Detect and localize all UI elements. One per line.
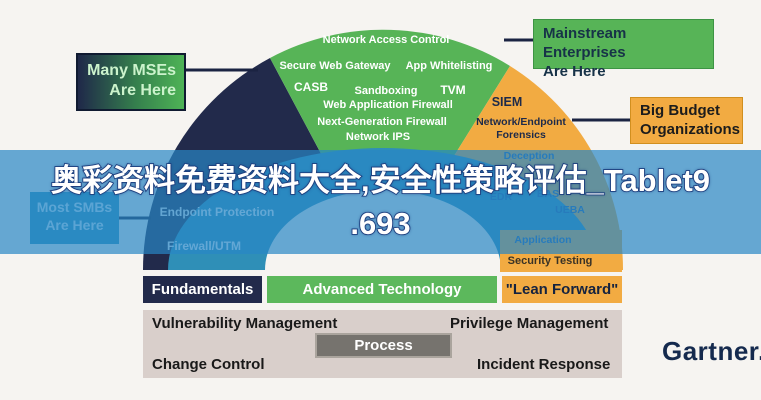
label-casb: CASB bbox=[293, 80, 329, 94]
label-vulnerability-management: Vulnerability Management bbox=[152, 315, 338, 332]
label-app-whitelisting: App Whitelisting bbox=[405, 60, 493, 72]
bar-fundamentals: Fundamentals bbox=[143, 276, 262, 303]
callout-big-budget: Big Budget Organizations bbox=[630, 97, 743, 144]
label-sandboxing: Sandboxing bbox=[354, 85, 418, 97]
overlay-banner-line2: .693 bbox=[349, 205, 411, 242]
label-next-generation-firewall: Next-Generation Firewall bbox=[317, 116, 447, 128]
bar-advanced-technology: Advanced Technology bbox=[267, 276, 497, 303]
label-forensics: Forensics bbox=[496, 129, 546, 141]
label-network-endpoint: Network/Endpoint bbox=[476, 116, 566, 128]
bar-lean-forward: "Lean Forward" bbox=[502, 276, 622, 303]
label-incident-response: Incident Response bbox=[477, 356, 611, 373]
callout-mainstream-line2: Are Here bbox=[543, 62, 606, 80]
overlay-banner: 奥彩资料免费资料大全,安全性策略评估_Tablet9 .693 bbox=[0, 150, 761, 254]
process-box: Process bbox=[315, 333, 452, 358]
callout-many-mses: Many MSEs Are Here bbox=[76, 53, 186, 111]
label-siem: SIEM bbox=[491, 95, 523, 109]
callout-many-mses-line2: Are Here bbox=[109, 82, 176, 99]
callout-many-mses-line1: Many MSEs bbox=[87, 62, 176, 79]
label-network-access-control: Network Access Control bbox=[322, 34, 450, 46]
gartner-logo: Gartner. bbox=[662, 336, 761, 366]
callout-mainstream-enterprises: Mainstream Enterprises Are Here bbox=[533, 19, 714, 80]
label-change-control: Change Control bbox=[152, 356, 265, 373]
label-secure-web-gateway: Secure Web Gateway bbox=[279, 60, 391, 72]
callout-big-budget-line1: Big Budget bbox=[640, 102, 720, 119]
label-privilege-management: Privilege Management bbox=[450, 315, 609, 332]
label-tvm: TVM bbox=[440, 83, 466, 97]
process-panel: Vulnerability Management Privilege Manag… bbox=[143, 310, 622, 378]
callout-big-budget-line2: Organizations bbox=[640, 120, 741, 138]
label-network-ips: Network IPS bbox=[345, 131, 411, 143]
overlay-banner-line1: 奥彩资料免费资料大全,安全性策略评估_Tablet9 bbox=[50, 162, 711, 199]
label-web-application-firewall: Web Application Firewall bbox=[323, 99, 453, 111]
callout-mainstream-line1: Mainstream Enterprises bbox=[543, 25, 627, 61]
label-security-testing: Security Testing bbox=[507, 255, 593, 267]
